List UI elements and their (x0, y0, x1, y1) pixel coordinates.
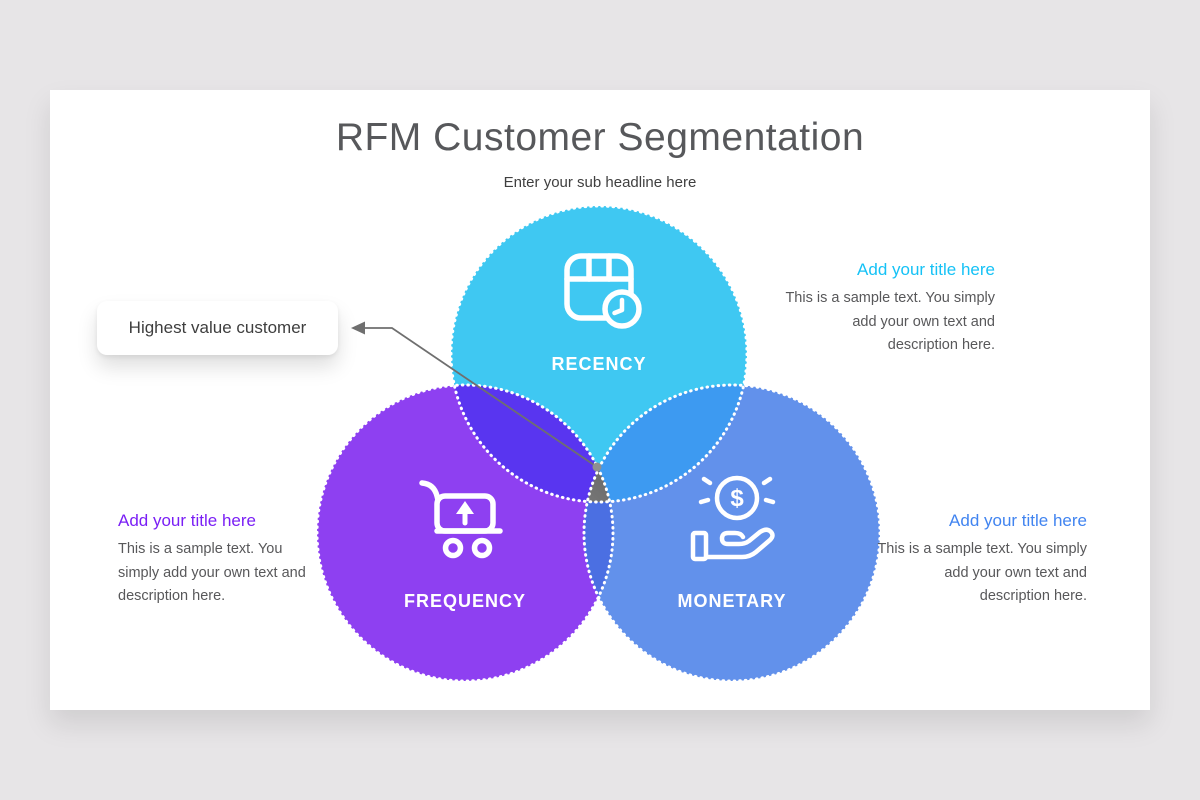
frequency-dotted-border (315, 383, 615, 683)
callout-highest-value: Highest value customer (97, 301, 338, 355)
shopping-cart-icon (419, 480, 503, 559)
venn-diagram: RECENCY FREQUENCY $ (315, 204, 882, 683)
annotation-recency: Add your title here This is a sample tex… (785, 260, 995, 358)
annotation-body: This is a sample text. You simply add yo… (118, 541, 306, 604)
monetary-dotted-border (582, 383, 882, 683)
overlap-recency-monetary (584, 385, 747, 502)
annotation-title: Add your title here (857, 260, 995, 279)
monetary-label: MONETARY (678, 591, 787, 611)
coin-hand-icon: $ (690, 475, 776, 562)
page-subtitle: Enter your sub headline here (503, 174, 697, 191)
annotation-body: This is a sample text. You simply add yo… (785, 290, 995, 353)
callout-text: Highest value customer (128, 318, 307, 337)
recency-label: RECENCY (551, 354, 646, 374)
annotation-title: Add your title here (118, 511, 256, 530)
callout-connector-arrow (351, 321, 602, 472)
annotation-monetary: Add your title here This is a sample tex… (877, 511, 1087, 609)
page-title: RFM Customer Segmentation (335, 116, 865, 159)
frequency-label: FREQUENCY (404, 591, 526, 611)
calendar-clock-icon (564, 253, 642, 329)
dollar-symbol: $ (730, 485, 744, 512)
annotation-body: This is a sample text. You simply add yo… (877, 541, 1087, 604)
overlap-recency-frequency (451, 385, 613, 502)
annotation-frequency: Add your title here This is a sample tex… (118, 511, 323, 609)
annotation-title: Add your title here (949, 511, 1087, 530)
recency-dotted-border (449, 204, 749, 504)
slide-card: RFM Customer Segmentation Enter your sub… (50, 90, 1150, 710)
